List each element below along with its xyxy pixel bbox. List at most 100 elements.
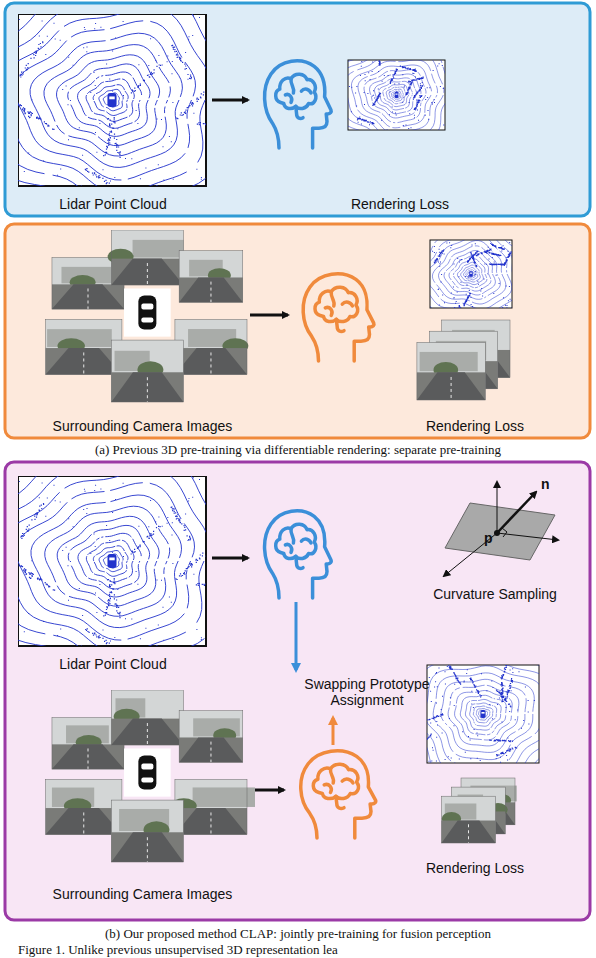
node-graphic: [405, 236, 545, 436]
brain-fold: [324, 784, 331, 792]
brain-outline: [276, 74, 316, 108]
photo-lane: [88, 288, 89, 309]
axis-line: [497, 482, 498, 533]
photo-road: [46, 348, 122, 374]
head-outline: [265, 61, 332, 148]
panel-fusion: [5, 462, 590, 920]
encoder-head-icon: [265, 511, 332, 598]
lidar-scatter: [427, 665, 535, 763]
photo-sky: [46, 319, 122, 374]
node-graphic: [420, 478, 570, 603]
input-arrow: [212, 99, 248, 102]
head-outline: [265, 511, 332, 598]
encoder-head-icon: [265, 61, 332, 148]
head-outline: [301, 751, 376, 838]
lidar-points: [430, 240, 512, 308]
photo-frame: [175, 779, 247, 834]
photo-ground: [52, 284, 124, 309]
photo-lane: [468, 824, 469, 843]
photo-frame: [111, 690, 183, 745]
item-label: Lidar Point Cloud: [18, 656, 208, 672]
photo-frame: [46, 319, 122, 374]
photo-ground: [179, 277, 243, 302]
photo-road: [111, 832, 183, 862]
photo-ground: [417, 372, 485, 400]
panel-camera: [5, 224, 590, 438]
illustration: [442, 778, 517, 843]
ego-car: [469, 271, 473, 277]
photo-road: [52, 284, 124, 309]
car-area: [124, 288, 171, 336]
encoder-head-icon: [301, 751, 376, 838]
brain-fold: [291, 529, 294, 543]
subfigure-caption: (b) Our proposed method CLAP: jointly pr…: [0, 927, 596, 941]
photo-sky: [417, 342, 485, 400]
encoder-head-icon: [303, 274, 374, 361]
illustration: [18, 14, 208, 214]
photo-lane: [83, 812, 84, 834]
photo-frame: [111, 800, 183, 862]
photo-ground: [111, 372, 183, 402]
photo-lane: [210, 812, 211, 834]
photo-sky: [111, 340, 183, 402]
photo-lane: [147, 377, 148, 402]
brain-fold: [285, 94, 291, 102]
photo-frame: [111, 340, 183, 402]
photo-lane: [147, 837, 148, 862]
car-icon: [138, 756, 156, 790]
photo-road: [442, 821, 496, 843]
lidar-points: [427, 665, 539, 763]
ego-car: [480, 710, 485, 718]
node-graphic: [18, 14, 208, 214]
photo-road: [52, 744, 124, 769]
brain-stem: [336, 796, 344, 808]
car-window: [141, 778, 153, 783]
node-graphic: [30, 690, 255, 905]
brain-stem: [296, 106, 303, 118]
photo-frame: [46, 779, 122, 834]
illustration: [417, 320, 510, 400]
brain-stem: [336, 319, 344, 331]
ego-car: [107, 93, 116, 107]
item-label: Rendering Loss: [340, 196, 460, 212]
photo-building: [133, 240, 184, 258]
item-label: Surrounding Camera Images: [30, 418, 255, 434]
illustration: [46, 230, 249, 402]
car-window: [141, 764, 153, 770]
photo-frame: [179, 711, 243, 763]
vector-symbol: n: [541, 476, 555, 492]
module-label: Swapping Prototype Assignment: [292, 676, 442, 708]
illustration: [18, 476, 208, 674]
photo-road: [175, 348, 247, 374]
figure-panel-item: Rendering Loss: [400, 660, 550, 880]
lidar-scatter: [18, 477, 206, 646]
photo-ground: [111, 259, 183, 285]
lidar-rings: [18, 476, 206, 646]
car-icon: [138, 296, 156, 330]
photo-road: [111, 372, 183, 402]
lidar-points: [18, 476, 206, 646]
illustration: [405, 236, 541, 334]
ego-car-window: [470, 273, 472, 274]
car-window: [141, 318, 153, 323]
photo-ground: [179, 737, 243, 762]
brain-fold: [301, 539, 311, 543]
brain-fold: [342, 302, 352, 306]
brain-outline: [276, 524, 316, 558]
photo-sky: [111, 800, 183, 862]
illustration: [46, 690, 255, 862]
photo-frame: [175, 319, 247, 374]
figure-panel-item: Rendering Loss: [340, 55, 460, 215]
photo-lane: [210, 742, 211, 763]
brain-fold: [291, 79, 294, 93]
assignment-arrow: [295, 602, 298, 670]
photo-lane: [83, 352, 84, 374]
lidar-rings: [427, 665, 539, 763]
ego-car: [108, 554, 117, 568]
lidar-scatter: [349, 60, 444, 130]
photo-sky: [179, 711, 243, 763]
brain-fold: [301, 89, 311, 93]
lidar-scatter: [432, 242, 512, 308]
car-window: [141, 304, 153, 310]
